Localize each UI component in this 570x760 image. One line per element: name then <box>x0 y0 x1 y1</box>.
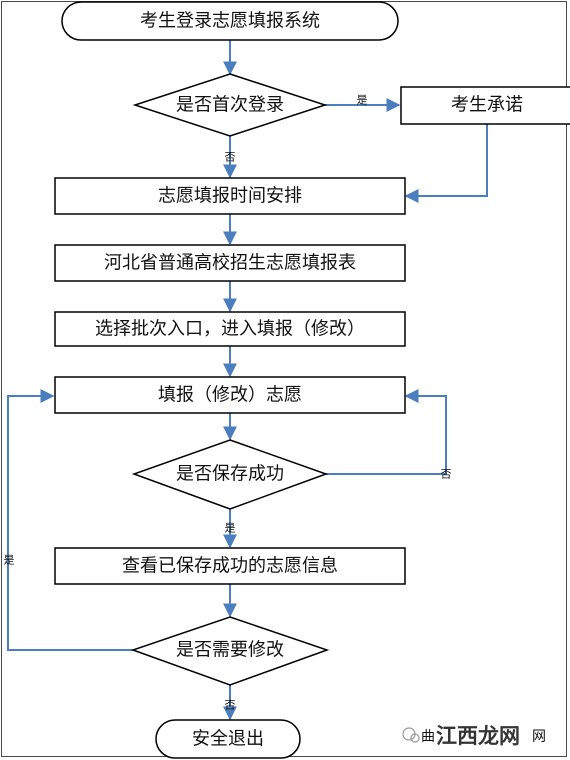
watermark-text: 江西龙网 <box>436 724 520 748</box>
node-fill-label: 填报（修改）志愿 <box>158 385 302 406</box>
node-first-login-label: 是否首次登录 <box>176 95 284 116</box>
node-select-batch-label: 选择批次入口，进入填报（修改） <box>95 319 365 340</box>
node-schedule-box <box>54 177 406 215</box>
node-saved-ok-decision <box>131 439 329 510</box>
edge-promise-to-schedule <box>404 124 488 203</box>
node-promise-label: 考生承诺 <box>451 95 523 116</box>
node-exit-terminal <box>155 719 301 759</box>
edge-label-first-yes: 是 <box>357 94 368 107</box>
edge-label-save-yes: 是 <box>225 522 236 535</box>
node-exit-label: 安全退出 <box>192 729 264 750</box>
watermark: 曲 江西龙网 网 <box>402 724 546 748</box>
node-need-modify-label: 是否需要修改 <box>176 640 284 661</box>
connectors <box>7 40 488 721</box>
node-fill-box <box>54 376 406 414</box>
node-view-saved-label: 查看已保存成功的志愿信息 <box>122 556 338 577</box>
node-promise-box <box>400 86 570 125</box>
edge-modify-yes-loop <box>7 389 133 651</box>
node-form-table-box <box>54 244 406 282</box>
node-view-saved-box <box>54 547 406 585</box>
edge-saved-no-loop <box>326 389 447 475</box>
watermark-wechat-icon-inner <box>410 733 420 743</box>
node-start-terminal <box>61 1 399 41</box>
edge-label-modify-no: 否 <box>225 699 236 712</box>
node-saved-ok-label: 是否保存成功 <box>176 464 284 485</box>
watermark-prefix: 曲 <box>421 729 435 745</box>
node-need-modify-decision <box>130 616 330 686</box>
watermark-suffix: 网 <box>532 729 546 745</box>
node-select-batch-box <box>54 311 406 347</box>
edge-label-first-no: 否 <box>225 151 236 164</box>
node-form-table-label: 河北省普通高校招生志愿填报表 <box>104 253 356 274</box>
node-first-login-decision <box>132 73 328 137</box>
edge-label-save-no: 否 <box>441 468 452 481</box>
node-start-label: 考生登录志愿填报系统 <box>140 11 320 32</box>
shapes <box>54 1 570 759</box>
edge-label-modify-yes: 是 <box>4 554 15 567</box>
node-schedule-label: 志愿填报时间安排 <box>158 186 302 207</box>
